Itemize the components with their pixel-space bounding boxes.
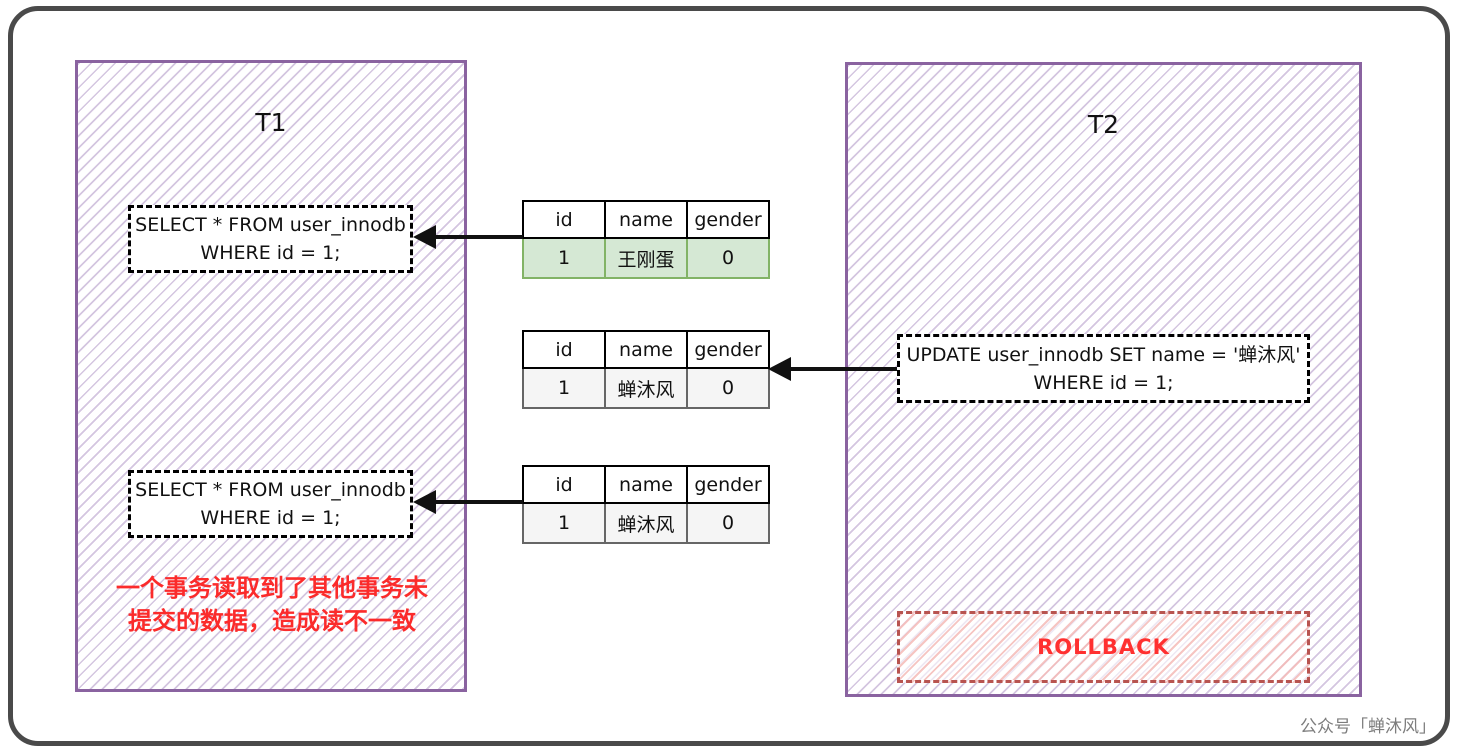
- cell-id: 1: [522, 237, 606, 279]
- header-cell-name: name: [604, 465, 688, 504]
- table-row: 1 蝉沐风 0: [522, 367, 770, 409]
- sql-line: SELECT * FROM user_innodb: [135, 214, 406, 236]
- note-line-2: 提交的数据，造成读不一致: [128, 607, 416, 635]
- table-header-row: id name gender: [522, 200, 770, 239]
- cell-id: 1: [522, 367, 606, 409]
- cell-gender: 0: [686, 367, 770, 409]
- arrowhead-left-icon: [768, 357, 791, 381]
- data-table-3: id name gender 1 蝉沐风 0: [522, 465, 770, 544]
- t1-select-box-1: SELECT * FROM user_innodb WHERE id = 1;: [128, 205, 413, 273]
- header-cell-name: name: [604, 330, 688, 369]
- rollback-label: ROLLBACK: [1037, 635, 1170, 659]
- arrow-shaft: [785, 367, 897, 371]
- arrowhead-left-icon: [413, 490, 436, 514]
- cell-gender: 0: [686, 502, 770, 544]
- sql-line: WHERE id = 1;: [1033, 371, 1174, 394]
- header-cell-name: name: [604, 200, 688, 239]
- arrow-table3-to-select2: [413, 490, 523, 514]
- t1-select-box-2: SELECT * FROM user_innodb WHERE id = 1;: [128, 470, 413, 538]
- header-cell-gender: gender: [686, 200, 770, 239]
- rollback-box: ROLLBACK: [897, 611, 1310, 683]
- header-cell-gender: gender: [686, 465, 770, 504]
- sql-line: SELECT * FROM user_innodb: [135, 479, 406, 501]
- header-cell-gender: gender: [686, 330, 770, 369]
- arrowhead-left-icon: [413, 225, 436, 249]
- watermark-text: 公众号「蝉沐风」: [1300, 717, 1436, 737]
- note-line-1: 一个事务读取到了其他事务未: [116, 574, 428, 602]
- header-cell-id: id: [522, 330, 606, 369]
- transaction-panel-t1: T1: [75, 60, 467, 692]
- t2-title: T2: [1087, 110, 1120, 139]
- t1-title: T1: [255, 108, 287, 137]
- sql-line: UPDATE user_innodb SET name = '蝉沐风': [906, 343, 1301, 366]
- cell-name: 王刚蛋: [604, 237, 688, 279]
- arrow-shaft: [430, 500, 523, 504]
- data-table-2: id name gender 1 蝉沐风 0: [522, 330, 770, 409]
- arrow-shaft: [430, 235, 523, 239]
- table-header-row: id name gender: [522, 330, 770, 369]
- table-header-row: id name gender: [522, 465, 770, 504]
- cell-id: 1: [522, 502, 606, 544]
- header-cell-id: id: [522, 465, 606, 504]
- t2-update-box: UPDATE user_innodb SET name = '蝉沐风' WHER…: [897, 334, 1310, 403]
- table-row: 1 王刚蛋 0: [522, 237, 770, 279]
- cell-gender: 0: [686, 237, 770, 279]
- arrow-table1-to-select1: [413, 225, 523, 249]
- cell-name: 蝉沐风: [604, 502, 688, 544]
- data-table-1: id name gender 1 王刚蛋 0: [522, 200, 770, 279]
- header-cell-id: id: [522, 200, 606, 239]
- sql-line: WHERE id = 1;: [200, 242, 341, 264]
- dirty-read-note: 一个事务读取到了其他事务未 提交的数据，造成读不一致: [90, 572, 454, 638]
- sql-line: WHERE id = 1;: [200, 507, 341, 529]
- arrow-update-to-table2: [768, 357, 897, 381]
- table-row: 1 蝉沐风 0: [522, 502, 770, 544]
- cell-name: 蝉沐风: [604, 367, 688, 409]
